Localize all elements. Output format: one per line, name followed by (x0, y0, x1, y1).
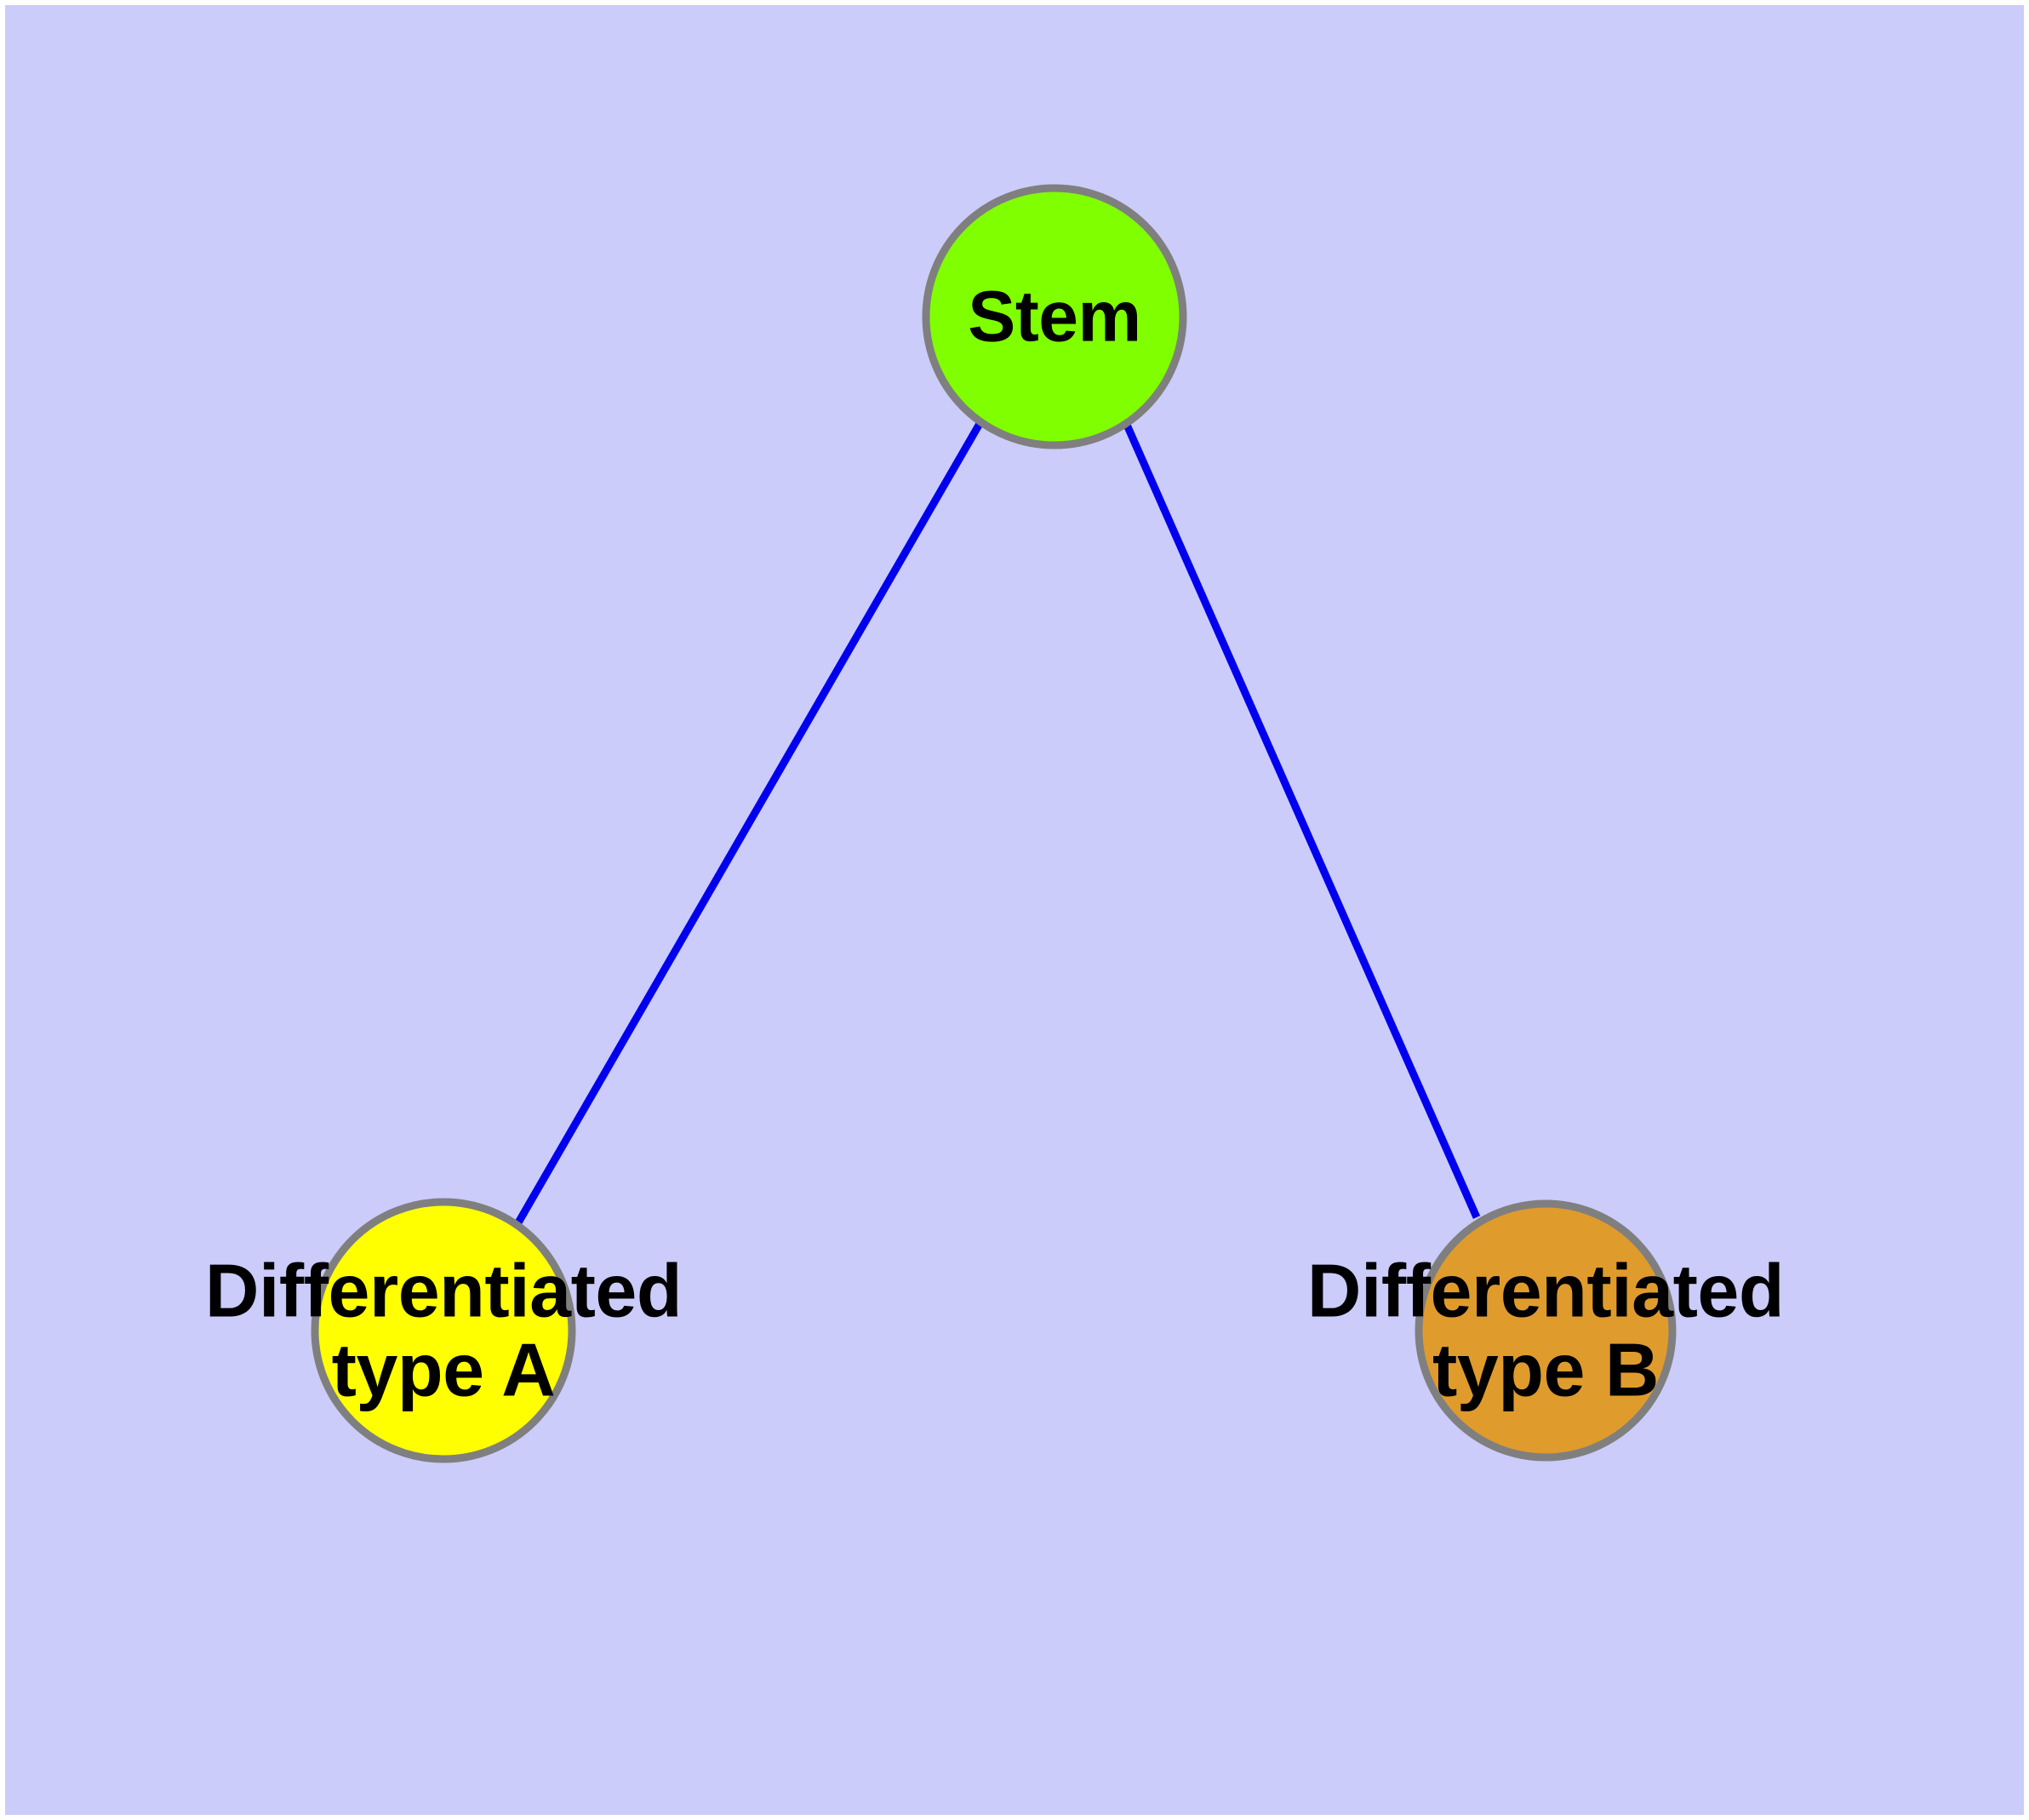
node-layer (311, 184, 1677, 1463)
node-differentiated-type-b[interactable] (1415, 1199, 1677, 1462)
node-stem[interactable] (922, 184, 1187, 449)
node-differentiated-type-a[interactable] (311, 1198, 576, 1463)
edge-stem-to-diff-b (1119, 415, 1481, 1219)
edge-stem-to-diff-a (514, 420, 984, 1227)
edge-layer (514, 415, 1481, 1227)
